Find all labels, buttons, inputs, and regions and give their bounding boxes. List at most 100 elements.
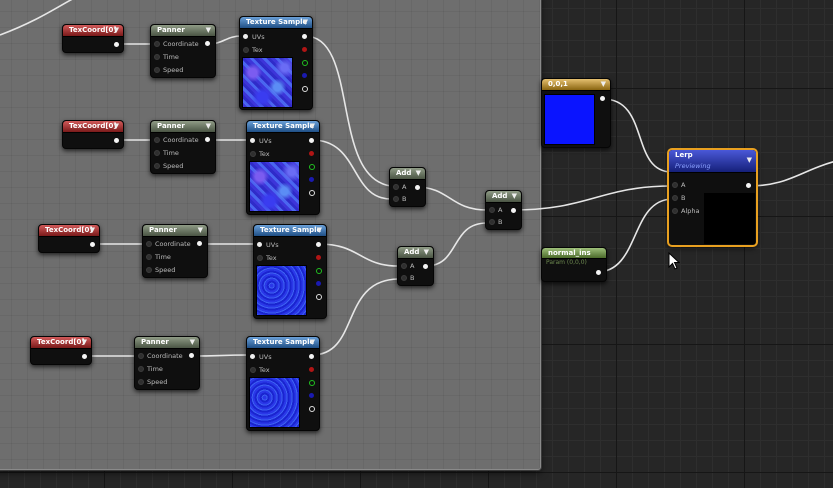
- panner-node[interactable]: Panner▼ Coordinate Time Speed: [142, 224, 208, 278]
- output-pin[interactable]: [596, 270, 601, 275]
- input-pin[interactable]: [489, 207, 495, 213]
- texture-param-node[interactable]: normal_ins Param (0,0,0): [541, 247, 607, 282]
- g-output-pin[interactable]: [302, 60, 308, 66]
- input-pin[interactable]: [250, 354, 255, 359]
- dropdown-arrow-icon[interactable]: ▼: [81, 338, 87, 346]
- input-pin[interactable]: [154, 41, 160, 47]
- dropdown-arrow-icon[interactable]: ▼: [113, 26, 119, 34]
- input-pin[interactable]: [146, 241, 152, 247]
- dropdown-arrow-icon[interactable]: ▼: [309, 122, 315, 130]
- output-pin[interactable]: [511, 208, 516, 213]
- texture-sample-node[interactable]: Texture Sample▼ UVs Tex: [246, 336, 320, 431]
- g-output-pin[interactable]: [309, 380, 315, 386]
- output-pin[interactable]: [114, 138, 119, 143]
- pin-label: UVs: [252, 33, 265, 41]
- output-pin[interactable]: [197, 241, 202, 246]
- output-pin[interactable]: [423, 264, 428, 269]
- b-output-pin[interactable]: [316, 281, 321, 286]
- g-output-pin[interactable]: [316, 268, 322, 274]
- input-pin[interactable]: [154, 67, 160, 73]
- rgb-output-pin[interactable]: [302, 34, 307, 39]
- input-pin[interactable]: [672, 208, 678, 214]
- texcoord-node[interactable]: TexCoord[0]▼: [62, 24, 124, 53]
- input-pin[interactable]: [401, 263, 407, 269]
- input-pin[interactable]: [154, 137, 160, 143]
- input-pin[interactable]: [257, 242, 262, 247]
- b-output-pin[interactable]: [309, 177, 314, 182]
- dropdown-arrow-icon[interactable]: ▼: [197, 226, 203, 234]
- texture-sample-node[interactable]: Texture Sample▼ UVs Tex: [239, 16, 313, 110]
- r-output-pin[interactable]: [309, 151, 314, 156]
- dropdown-arrow-icon[interactable]: ▼: [309, 338, 315, 346]
- input-pin[interactable]: [250, 138, 255, 143]
- panner-node[interactable]: Panner▼ Coordinate Time Speed: [134, 336, 200, 390]
- r-output-pin[interactable]: [316, 255, 321, 260]
- output-pin[interactable]: [90, 242, 95, 247]
- output-pin[interactable]: [114, 42, 119, 47]
- input-pin[interactable]: [250, 367, 256, 373]
- constant3vector-node[interactable]: 0,0,1▼: [541, 78, 611, 148]
- dropdown-arrow-icon[interactable]: ▼: [511, 192, 517, 200]
- input-pin[interactable]: [257, 255, 263, 261]
- a-output-pin[interactable]: [316, 294, 322, 300]
- input-pin[interactable]: [138, 379, 144, 385]
- dropdown-arrow-icon[interactable]: ▼: [205, 26, 211, 34]
- output-pin[interactable]: [205, 41, 210, 46]
- b-output-pin[interactable]: [302, 73, 307, 78]
- input-pin[interactable]: [154, 150, 160, 156]
- input-pin[interactable]: [146, 267, 152, 273]
- rgb-output-pin[interactable]: [316, 242, 321, 247]
- dropdown-arrow-icon[interactable]: ▼: [746, 156, 752, 164]
- lerp-node[interactable]: Lerp ▼ Previewing A B Alpha: [668, 149, 757, 246]
- dropdown-arrow-icon[interactable]: ▼: [189, 338, 195, 346]
- dropdown-arrow-icon[interactable]: ▼: [302, 18, 308, 26]
- add-node[interactable]: Add▼ A B: [397, 246, 434, 286]
- dropdown-arrow-icon[interactable]: ▼: [316, 226, 322, 234]
- pin-label: B: [410, 274, 415, 282]
- input-pin[interactable]: [393, 184, 399, 190]
- input-pin[interactable]: [146, 254, 152, 260]
- texture-sample-node[interactable]: Texture Sample▼ UVs Tex: [246, 120, 320, 215]
- output-pin[interactable]: [600, 96, 605, 101]
- g-output-pin[interactable]: [309, 164, 315, 170]
- rgb-output-pin[interactable]: [309, 138, 314, 143]
- output-pin[interactable]: [82, 354, 87, 359]
- texcoord-node[interactable]: TexCoord[0]▼: [30, 336, 92, 365]
- input-pin[interactable]: [250, 151, 256, 157]
- output-pin[interactable]: [746, 183, 751, 188]
- add-node[interactable]: Add▼ A B: [389, 167, 426, 207]
- rgb-output-pin[interactable]: [309, 354, 314, 359]
- dropdown-arrow-icon[interactable]: ▼: [415, 169, 421, 177]
- input-pin[interactable]: [243, 47, 249, 53]
- a-output-pin[interactable]: [309, 190, 315, 196]
- dropdown-arrow-icon[interactable]: ▼: [113, 122, 119, 130]
- texture-sample-node[interactable]: Texture Sample▼ UVs Tex: [253, 224, 327, 319]
- input-pin[interactable]: [401, 275, 407, 281]
- b-output-pin[interactable]: [309, 393, 314, 398]
- input-pin[interactable]: [393, 196, 399, 202]
- texcoord-node[interactable]: TexCoord[0]▼: [38, 224, 100, 253]
- output-pin[interactable]: [189, 353, 194, 358]
- add-node[interactable]: Add▼ A B: [485, 190, 522, 230]
- texcoord-node[interactable]: TexCoord[0]▼: [62, 120, 124, 149]
- input-pin[interactable]: [489, 219, 495, 225]
- panner-node[interactable]: Panner▼ Coordinate Time Speed: [150, 120, 216, 174]
- input-pin[interactable]: [154, 163, 160, 169]
- a-output-pin[interactable]: [302, 86, 308, 92]
- input-pin[interactable]: [154, 54, 160, 60]
- output-pin[interactable]: [205, 137, 210, 142]
- dropdown-arrow-icon[interactable]: ▼: [423, 248, 429, 256]
- input-pin[interactable]: [138, 366, 144, 372]
- input-pin[interactable]: [672, 182, 678, 188]
- dropdown-arrow-icon[interactable]: ▼: [205, 122, 211, 130]
- panner-node[interactable]: Panner▼ Coordinate Time Speed: [150, 24, 216, 78]
- r-output-pin[interactable]: [309, 367, 314, 372]
- output-pin[interactable]: [415, 185, 420, 190]
- input-pin[interactable]: [138, 353, 144, 359]
- dropdown-arrow-icon[interactable]: ▼: [600, 80, 606, 88]
- input-pin[interactable]: [672, 195, 678, 201]
- input-pin[interactable]: [243, 34, 248, 39]
- a-output-pin[interactable]: [309, 406, 315, 412]
- dropdown-arrow-icon[interactable]: ▼: [89, 226, 95, 234]
- r-output-pin[interactable]: [302, 47, 307, 52]
